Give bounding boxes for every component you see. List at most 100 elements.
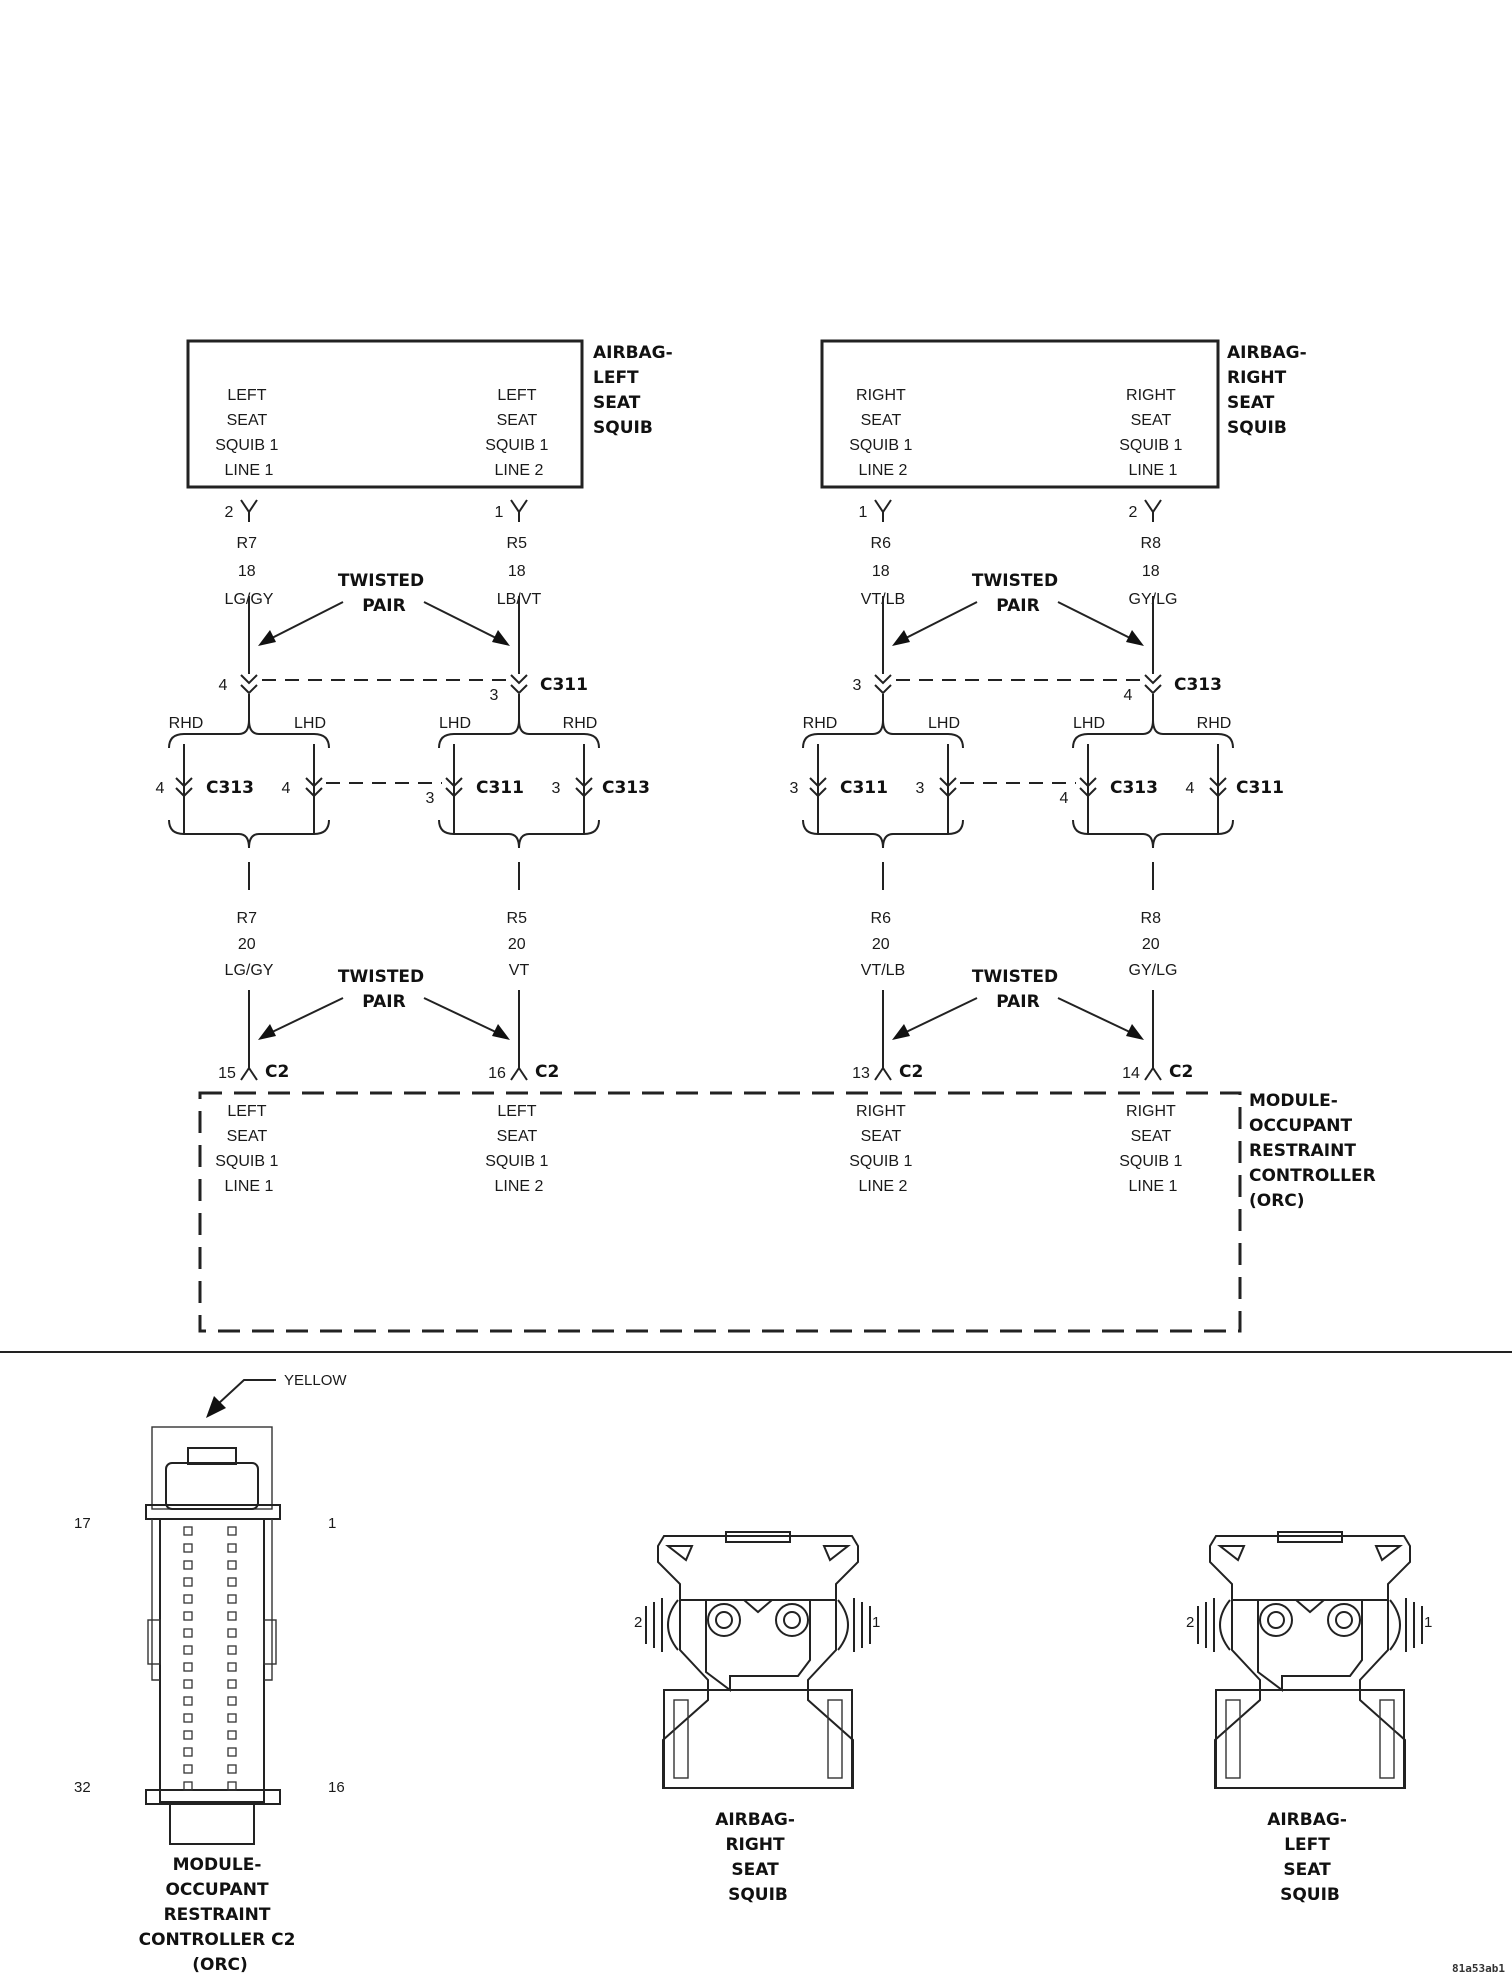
inline-pin: 4 — [219, 677, 228, 694]
right-squib-pin-b-label: RIGHT SEAT SQUIB 1 LINE 1 — [1119, 387, 1187, 479]
inline-pin: 3 — [552, 780, 561, 797]
inline-connector-name: C313 — [1110, 778, 1158, 798]
arrow-line — [901, 601, 978, 641]
cavity — [183, 1764, 193, 1774]
pin-2: 2 — [1186, 1614, 1194, 1631]
inline-connector-name: C311 — [1236, 778, 1284, 798]
orc-pin-label: LEFT SEAT SQUIB 1 LINE 1 — [215, 1103, 283, 1195]
inline-connector-name: C313 — [206, 778, 254, 798]
cavity — [183, 1628, 193, 1638]
orc-pin: 13 — [852, 1065, 870, 1082]
twisted-pair-label: TWISTED PAIR — [972, 571, 1064, 616]
inline-pin: 4 — [1186, 780, 1195, 797]
cavity — [227, 1628, 237, 1638]
inline-connector-name: C311 — [476, 778, 524, 798]
connector-body — [159, 1518, 265, 1803]
arrowhead — [1126, 630, 1144, 646]
image-id: 81a53ab1 — [1452, 1962, 1505, 1975]
pin-32: 32 — [74, 1779, 91, 1796]
cavity — [183, 1645, 193, 1655]
left-squib-box — [186, 339, 584, 489]
inline-pin: 3 — [490, 687, 499, 704]
color-callout: YELLOW — [284, 1372, 347, 1389]
twisted-pair-label: TWISTED PAIR — [972, 967, 1064, 1012]
cavity — [227, 1781, 237, 1791]
cavity — [183, 1526, 193, 1536]
arrowhead — [1126, 1024, 1144, 1040]
arrowhead — [258, 630, 276, 646]
inline-connectors-top: 4 3 C311 3 4 C313 — [219, 674, 1222, 720]
cavity — [183, 1577, 193, 1587]
right-squib-box — [820, 339, 1220, 489]
left-squib-pin-b-label: LEFT SEAT SQUIB 1 LINE 2 — [485, 387, 553, 479]
orc-pin-label: RIGHT SEAT SQUIB 1 LINE 2 — [849, 1103, 917, 1195]
inline-pin: 4 — [282, 780, 291, 797]
right-squib-caption: AIRBAG- RIGHT SEAT SQUIB — [715, 1810, 801, 1905]
cavity — [227, 1679, 237, 1689]
cavity — [183, 1713, 193, 1723]
connector-latch-top — [187, 1447, 237, 1465]
terminal-pin: 2 — [225, 504, 234, 521]
arrow-line — [267, 601, 344, 641]
cavity — [183, 1543, 193, 1553]
left-squib-title: AIRBAG- LEFT SEAT SQUIB — [593, 343, 679, 438]
c2-caption: MODULE- OCCUPANT RESTRAINT CONTROLLER C2… — [139, 1855, 302, 1975]
orc-pin: 14 — [1122, 1065, 1140, 1082]
terminal-pin: 1 — [859, 504, 868, 521]
inline-pin: 4 — [1124, 687, 1133, 704]
connector-side-rail — [151, 1519, 273, 1681]
rhd-lhd-options: RHD LHD LHD RHD RHD LHD LHD RHD — [156, 715, 1284, 849]
wire-label: R6 20 VT/LB — [861, 910, 905, 979]
cavity — [227, 1526, 237, 1536]
inline-connector-name: C311 — [840, 778, 888, 798]
arrowhead — [892, 630, 910, 646]
twisted-pair-callouts-lower: TWISTED PAIR TWISTED PAIR — [258, 967, 1144, 1040]
inline-connector-name: C313 — [1174, 675, 1222, 695]
cavity — [227, 1543, 237, 1553]
cavity — [183, 1747, 193, 1757]
inline-pin: 3 — [916, 780, 925, 797]
option-label-lhd: LHD — [928, 715, 960, 732]
cavity — [183, 1662, 193, 1672]
inline-connector-name: C313 — [602, 778, 650, 798]
cavity — [227, 1577, 237, 1587]
left-squib-caption: AIRBAG- LEFT SEAT SQUIB — [1267, 1810, 1353, 1905]
twisted-pair-label: TWISTED PAIR — [338, 967, 430, 1012]
cavity — [227, 1560, 237, 1570]
option-label-lhd: LHD — [439, 715, 471, 732]
arrowhead — [492, 630, 510, 646]
inline-pin: 3 — [426, 790, 435, 807]
connector-boot — [169, 1803, 255, 1845]
connector-latch — [165, 1462, 259, 1510]
wire-label: R8 20 GY/LG — [1129, 910, 1178, 979]
arrow-line — [267, 997, 344, 1035]
airbag-left-seat-squib: LEFT SEAT SQUIB 1 LINE 1 LEFT SEAT SQUIB… — [186, 339, 679, 489]
inline-pin: 3 — [853, 677, 862, 694]
connector-cavities — [183, 1526, 237, 1791]
option-label-lhd: LHD — [294, 715, 326, 732]
cavity — [183, 1611, 193, 1621]
orc-dashed-outline — [198, 1091, 1242, 1333]
option-label-rhd: RHD — [1197, 715, 1232, 732]
orc-connector: C2 — [535, 1062, 559, 1082]
left-squib-connector-view: 2 1 AIRBAG- LEFT SEAT SQUIB — [1186, 1531, 1432, 1905]
arrowhead — [258, 1024, 276, 1040]
connector-flange-top — [145, 1504, 281, 1520]
arrow-line — [423, 601, 501, 641]
squib-connector-drawing — [1197, 1531, 1423, 1789]
arrowhead — [492, 1024, 510, 1040]
cavity — [227, 1611, 237, 1621]
wire-label: R5 20 VT — [507, 910, 532, 979]
right-squib-title: AIRBAG- RIGHT SEAT SQUIB — [1227, 343, 1313, 438]
pin-1: 1 — [872, 1614, 880, 1631]
orc-connector: C2 — [1169, 1062, 1193, 1082]
option-label-lhd: LHD — [1073, 715, 1105, 732]
left-squib-pin-a-label: LEFT SEAT SQUIB 1 LINE 1 — [215, 387, 283, 479]
pin-17: 17 — [74, 1515, 91, 1532]
cavity — [227, 1662, 237, 1672]
cavity — [227, 1696, 237, 1706]
twisted-pair-callouts-upper: TWISTED PAIR TWISTED PAIR — [258, 571, 1144, 646]
terminal-pin: 1 — [495, 504, 504, 521]
pin-1: 1 — [1424, 1614, 1432, 1631]
